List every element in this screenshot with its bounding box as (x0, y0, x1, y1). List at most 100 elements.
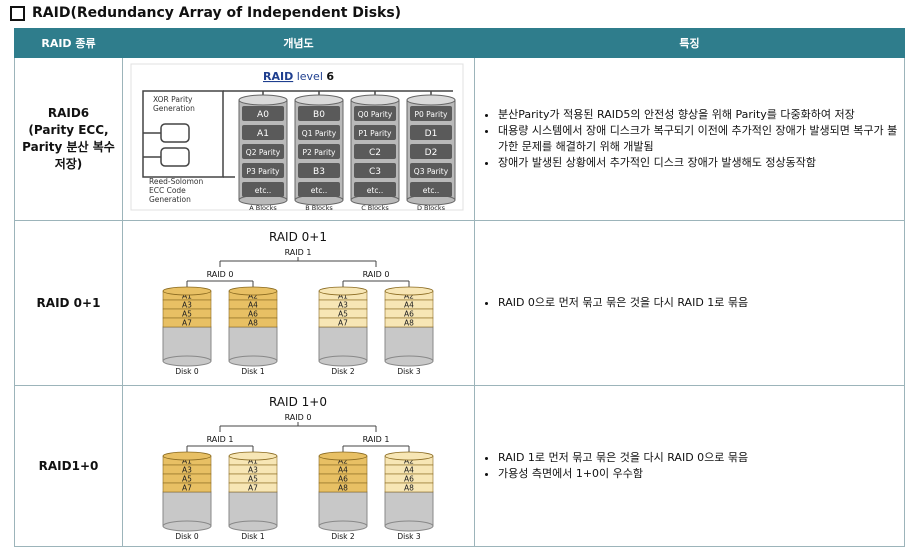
disk-block (384, 317, 434, 328)
disk-block-label: A4 (404, 301, 414, 310)
disk-block (162, 482, 212, 493)
raid6-features-cell: 분산Parity가 적용된 RAID5의 안전성 향상을 위해 Parity를 … (474, 57, 905, 221)
raid6-block (410, 182, 452, 197)
nested-raid-group-label: RAID 0 (207, 270, 234, 279)
raid6-block (298, 125, 340, 140)
disk-label: Disk 2 (331, 367, 354, 376)
raid6-block-label: A0 (257, 110, 269, 120)
raid6-block-label: P2 Parity (302, 148, 336, 157)
raid6-block-label: etc.. (367, 186, 383, 195)
disk-block-label: A8 (338, 484, 348, 493)
disk-label: Disk 1 (241, 532, 264, 541)
disk-block-label: A3 (248, 466, 258, 475)
table-row-raid6: RAID6 (Parity ECC, Parity 분산 복수 저장) RAID… (14, 57, 905, 221)
kind-line: 저장) (54, 157, 83, 171)
disk-block-label: A7 (248, 484, 258, 493)
disk-block-label: A5 (182, 475, 192, 484)
kind-line: (Parity ECC, (28, 123, 109, 137)
raid6-title: RAID level 6 (263, 70, 334, 83)
raid6-block (354, 125, 396, 140)
raid6-diagram: RAID level 6 XOR Parity Generation Reed-… (130, 63, 464, 212)
raid6-column-label: D Blocks (417, 204, 446, 212)
nested-raid-top-label: RAID 0 (285, 413, 312, 422)
nested-raid-group-label: RAID 1 (207, 435, 234, 444)
disk-block-label: A3 (182, 301, 192, 310)
raid6-block (242, 106, 284, 121)
disk-block-label: A6 (404, 310, 414, 319)
rs-label-3: Generation (149, 195, 191, 204)
rs-label-1: Reed-Solomon (149, 177, 203, 186)
disk-block-label: A8 (404, 484, 414, 493)
disk-block-label: A5 (248, 475, 258, 484)
disk-block-label: A2 (404, 457, 414, 466)
header-diagram: 개념도 (122, 28, 475, 58)
disk-block-label: A7 (182, 484, 192, 493)
disk-block-label: A6 (338, 475, 348, 484)
feature-item: 장애가 발생된 상황에서 추가적인 디스크 장애가 발생해도 정상동작함 (498, 155, 903, 171)
raid6-block (298, 144, 340, 159)
disk-block-label: A5 (338, 310, 348, 319)
raid6-block (410, 163, 452, 178)
disk-label: Disk 3 (397, 367, 420, 376)
disk-block (228, 317, 278, 328)
raid6-block (242, 144, 284, 159)
raid10-kind-cell: RAID1+0 (14, 385, 123, 547)
raid6-block-label: D1 (425, 129, 438, 139)
raid6-block (298, 182, 340, 197)
raid6-block-label: P1 Parity (358, 129, 392, 138)
raid6-block (298, 163, 340, 178)
disk-block-label: A7 (338, 319, 348, 328)
disk-block-label: A6 (404, 475, 414, 484)
raid6-block-label: Q3 Parity (414, 167, 449, 176)
disk-block-label: A1 (182, 457, 192, 466)
raid6-block (354, 163, 396, 178)
nested-raid-group-label: RAID 1 (363, 435, 390, 444)
xor-label-2: Generation (153, 104, 195, 113)
disk-block (318, 317, 368, 328)
disk-label: Disk 0 (175, 367, 198, 376)
raid6-block-label: etc.. (255, 186, 271, 195)
header-raid-type: RAID 종류 (14, 28, 123, 58)
disk-block-label: A3 (182, 466, 192, 475)
raid01-features-cell: RAID 0으로 먼저 묶고 묶은 것을 다시 RAID 1로 묶음 (474, 220, 905, 386)
raid6-block-label: Q1 Parity (302, 129, 337, 138)
raid6-kind-cell: RAID6 (Parity ECC, Parity 분산 복수 저장) (14, 57, 123, 221)
kind-line: RAID 0+1 (36, 295, 101, 310)
disk-block-label: A7 (182, 319, 192, 328)
raid6-block-label: Q2 Parity (246, 148, 281, 157)
raid6-block (242, 163, 284, 178)
feature-item: 대용량 시스템에서 장애 디스크가 복구되기 이전에 추가적인 장애가 발생되면… (498, 123, 903, 155)
checkbox-square-icon (10, 5, 25, 21)
page-title-text: RAID(Redundancy Array of Independent Dis… (32, 5, 402, 21)
ecc-generator-icon (160, 147, 190, 167)
header-features: 특징 (474, 28, 905, 58)
kind-line: Parity 분산 복수 (22, 140, 115, 154)
disk-block-label: A1 (248, 457, 258, 466)
feature-item: 분산Parity가 적용된 RAID5의 안전성 향상을 위해 Parity를 … (498, 107, 903, 123)
raid6-block (354, 144, 396, 159)
raid-table: RAID 종류 개념도 특징 RAID6 (Parity ECC, Parity… (14, 28, 905, 547)
table-header-row: RAID 종류 개념도 특징 (14, 28, 905, 58)
raid6-block (242, 125, 284, 140)
disk-block-label: A8 (248, 319, 258, 328)
rs-label-2: ECC Code (149, 186, 186, 195)
disk-block (228, 482, 278, 493)
xor-generator-icon (160, 123, 190, 143)
raid6-block-label: etc.. (423, 186, 439, 195)
disk-label: Disk 2 (331, 532, 354, 541)
disk-label: Disk 1 (241, 367, 264, 376)
raid6-column-label: A Blocks (249, 204, 277, 212)
nested-raid-title: RAID 0+1 (269, 230, 327, 244)
